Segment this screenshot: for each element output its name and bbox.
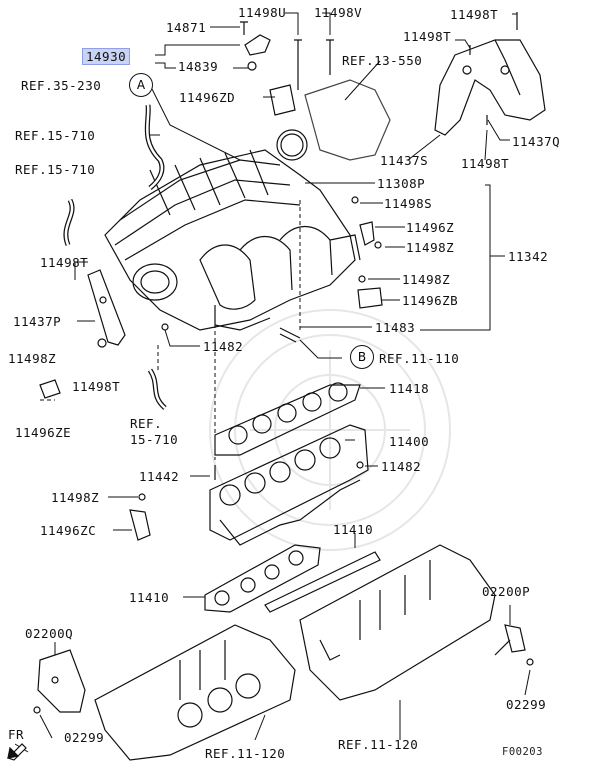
label-11498z-a: 11498Z <box>406 240 455 255</box>
label-ref13550[interactable]: REF.13-550 <box>342 53 423 68</box>
cylinder-head-right <box>299 544 496 701</box>
label-11498s: 11498S <box>384 196 433 211</box>
callout-b: B <box>350 345 374 369</box>
label-11498t-r: 11498T <box>461 156 510 171</box>
label-02200q: 02200Q <box>25 626 74 641</box>
label-11410-a: 11410 <box>129 590 170 605</box>
bracket-02200p <box>494 624 526 656</box>
gaskets-11410 <box>204 544 381 613</box>
label-11496zc: 11496ZC <box>40 523 97 538</box>
label-ref15710-a[interactable]: REF.15-710 <box>15 128 96 143</box>
fr-arrow-icon <box>6 743 27 761</box>
label-11498t-top: 11498T <box>403 29 452 44</box>
label-14839: 14839 <box>178 59 219 74</box>
hoses <box>63 104 167 410</box>
label-14930-highlighted[interactable]: 14930 <box>82 48 131 65</box>
label-11496z: 11496Z <box>406 220 455 235</box>
label-11410-b: 11410 <box>333 522 374 537</box>
label-11482-a: 11482 <box>203 339 244 354</box>
watermark-seal <box>209 309 451 551</box>
bracket-02200q <box>37 649 86 713</box>
label-11498z-c: 11498Z <box>51 490 100 505</box>
label-02299-l: 02299 <box>64 730 105 745</box>
label-ref15710-b[interactable]: REF.15-710 <box>15 162 96 177</box>
callout-a: A <box>129 73 153 97</box>
label-11308p: 11308P <box>377 176 426 191</box>
diagram-code: F00203 <box>502 746 543 758</box>
lower-intake-manifold <box>209 424 369 546</box>
label-02299-r: 02299 <box>506 697 547 712</box>
label-11342: 11342 <box>508 249 549 264</box>
bolts-top <box>240 12 518 125</box>
leader-lines <box>14 12 531 753</box>
label-ref11110[interactable]: REF.11-110 <box>379 351 460 366</box>
label-02200p: 02200P <box>482 584 531 599</box>
label-11437s: 11437S <box>380 153 429 168</box>
small-parts <box>33 196 534 714</box>
label-fr: FR <box>8 727 25 742</box>
label-11442: 11442 <box>139 469 180 484</box>
label-11498z-l: 11498Z <box>8 351 57 366</box>
label-11498t-top2: 11498T <box>450 7 499 22</box>
label-14871: 14871 <box>166 20 207 35</box>
label-ref-c1[interactable]: REF. <box>130 416 163 431</box>
label-11418: 11418 <box>389 381 430 396</box>
label-11496zb: 11496ZB <box>402 293 459 308</box>
label-ref11120-a[interactable]: REF.11-120 <box>205 746 286 761</box>
label-11437p: 11437P <box>13 314 62 329</box>
label-11483: 11483 <box>375 320 416 335</box>
label-ref11120-b[interactable]: REF.11-120 <box>338 737 419 752</box>
left-bracket <box>87 269 126 346</box>
label-11400: 11400 <box>389 434 430 449</box>
label-ref35230[interactable]: REF.35-230 <box>21 78 102 93</box>
dashed-lines <box>40 200 301 460</box>
label-11482-b: 11482 <box>381 459 422 474</box>
label-11437q: 11437Q <box>512 134 561 149</box>
label-11498t-l: 11498T <box>40 255 89 270</box>
cylinder-head-left <box>94 624 296 761</box>
upper-intake-manifold <box>104 149 361 331</box>
label-11498t-l2: 11498T <box>72 379 121 394</box>
label-11496zd: 11496ZD <box>179 90 236 105</box>
label-ref-c2[interactable]: 15-710 <box>130 432 179 447</box>
right-bracket <box>434 39 546 136</box>
label-11498z-b: 11498Z <box>402 272 451 287</box>
gasket-11418 <box>214 382 361 456</box>
label-11496ze: 11496ZE <box>15 425 72 440</box>
cover-gasket <box>244 34 391 161</box>
label-11498v: 11498V <box>314 5 363 20</box>
label-11498u: 11498U <box>238 5 287 20</box>
